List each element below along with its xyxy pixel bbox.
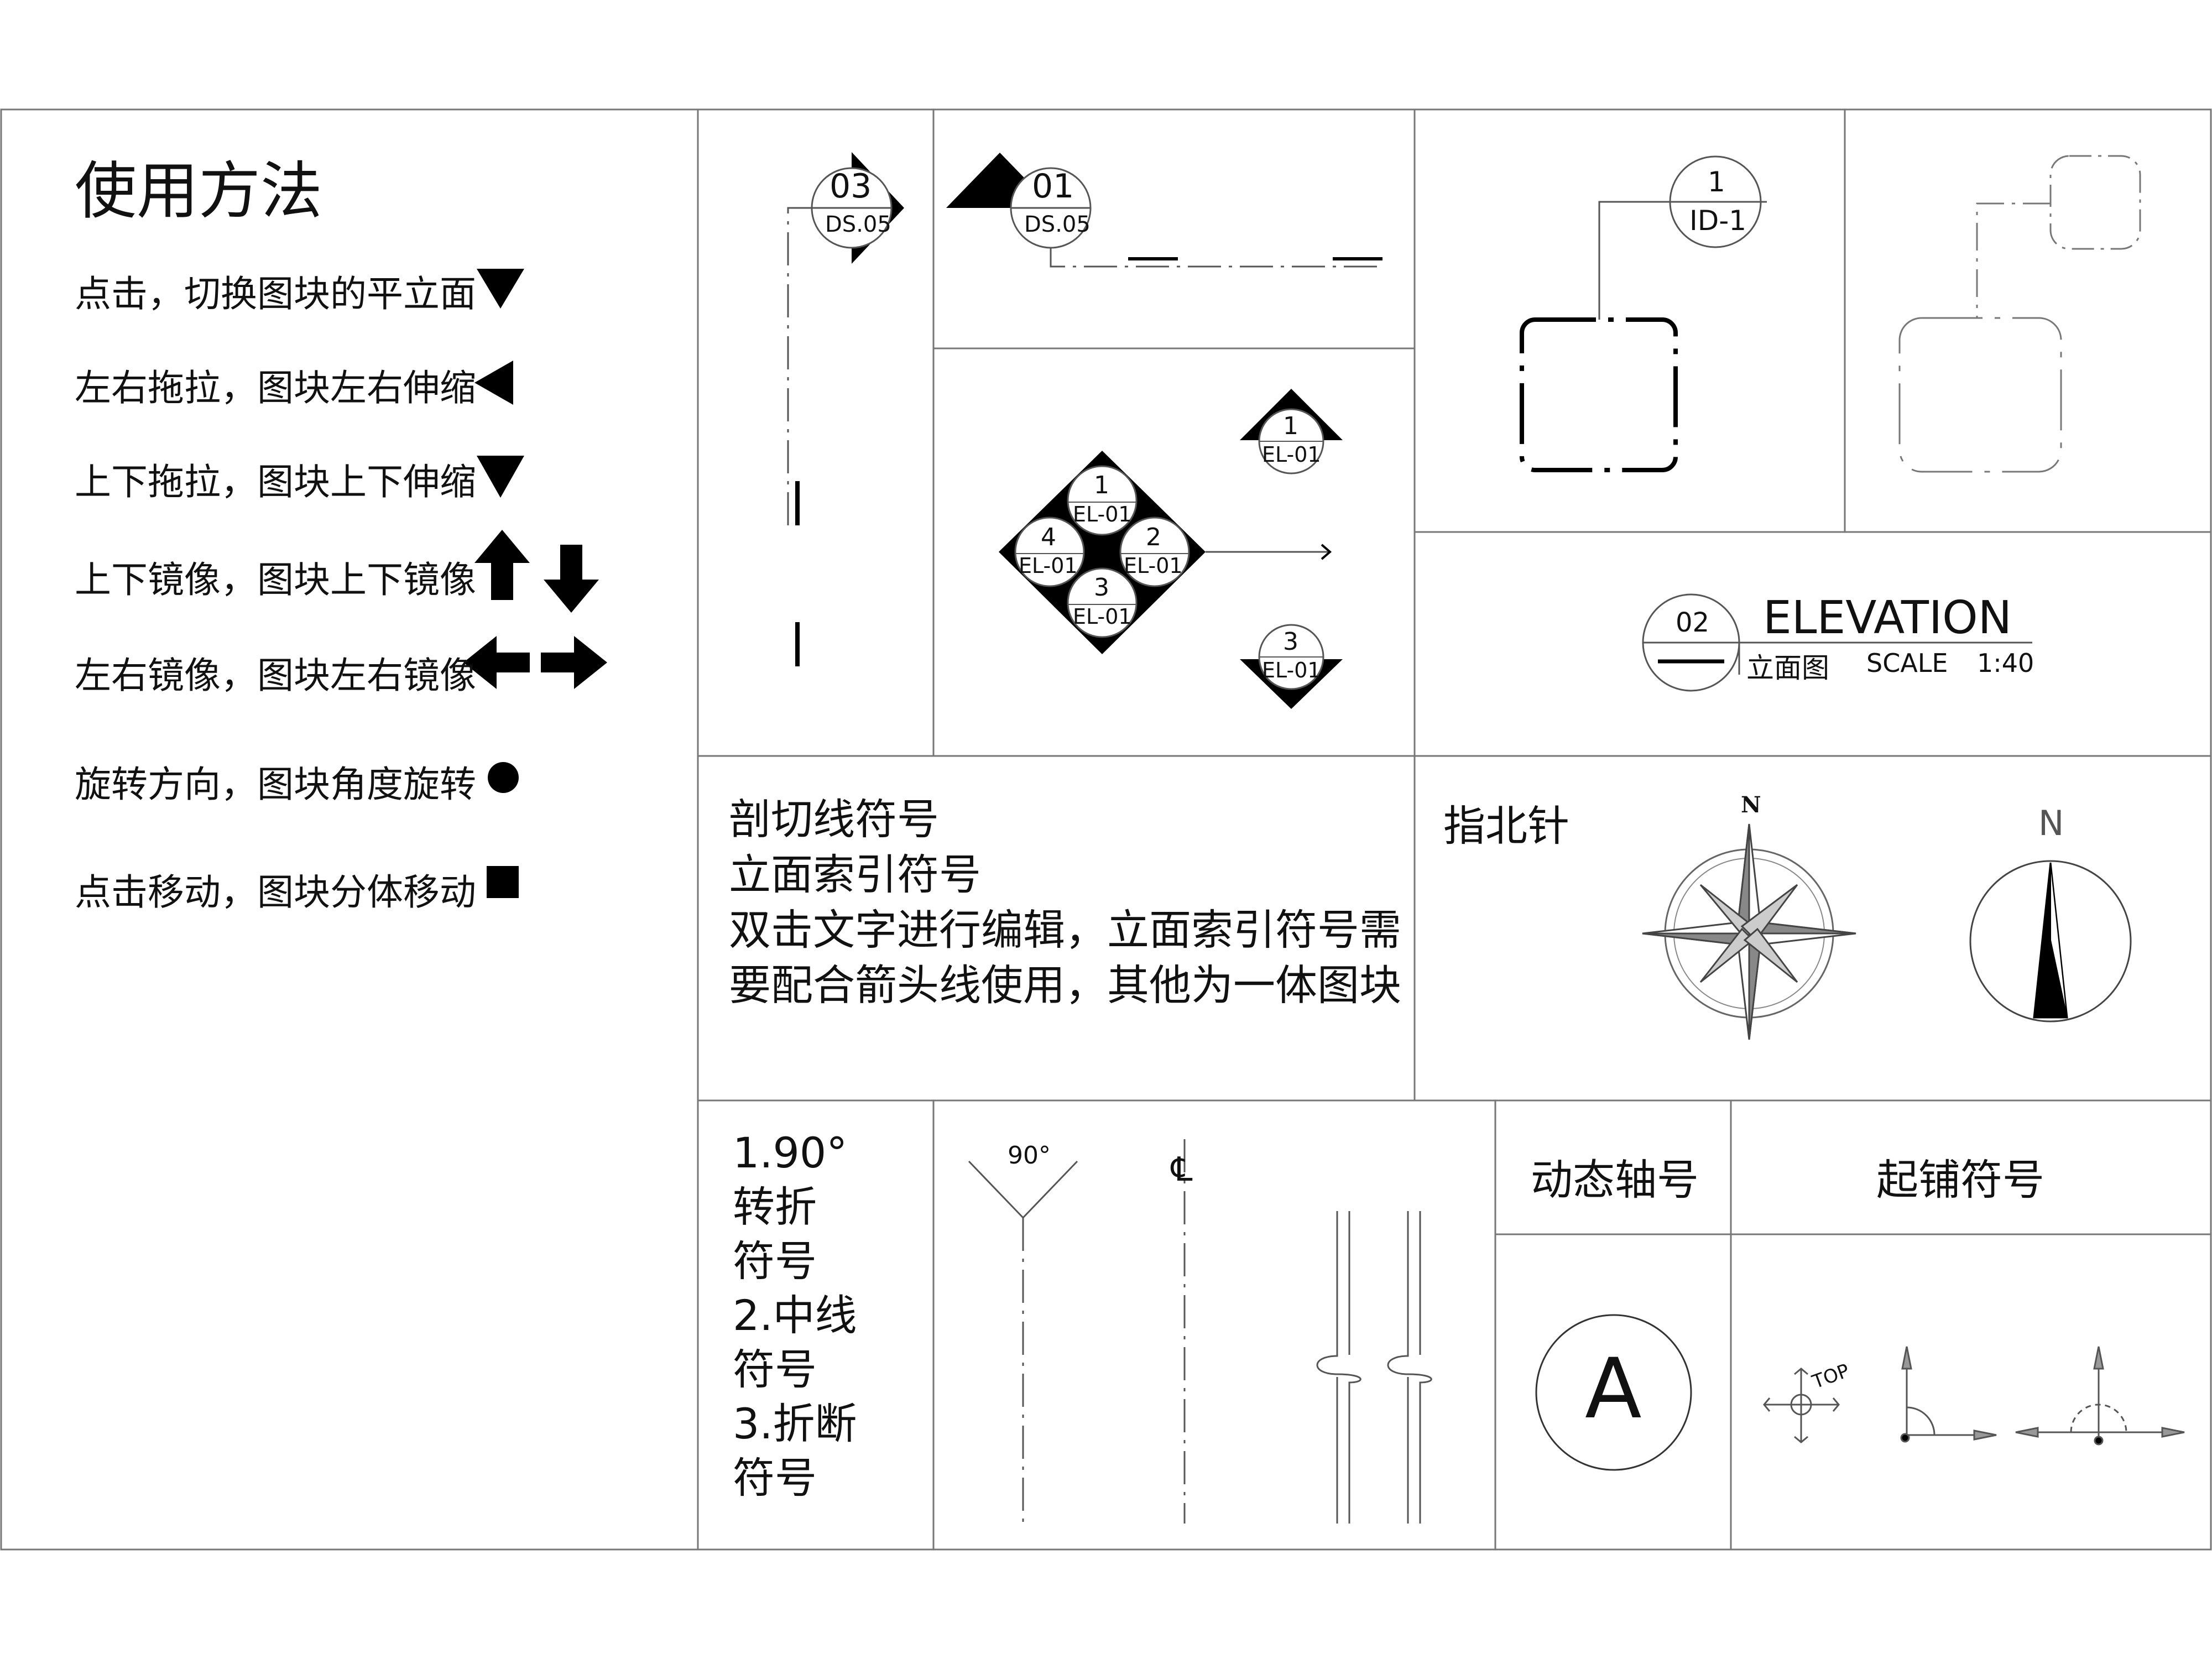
- elev-index-num-1[interactable]: 1: [1094, 471, 1109, 499]
- north-arrow[interactable]: [1969, 860, 2132, 1022]
- elev-index-sheet-2[interactable]: EL-01: [1124, 554, 1183, 578]
- elevation-single-top[interactable]: [1240, 389, 1343, 474]
- elevation-title-text[interactable]: ELEVATION: [1763, 592, 2012, 644]
- compass-n-label: N: [1741, 792, 1761, 818]
- axis-letter[interactable]: A: [1585, 1341, 1642, 1437]
- compass-rose[interactable]: [1642, 823, 1856, 1040]
- break-symbol[interactable]: [1316, 1211, 1432, 1524]
- elev-index-num-4[interactable]: 4: [1041, 523, 1056, 551]
- elevation-index-symbol[interactable]: [999, 451, 1332, 654]
- elev-index-sheet-4[interactable]: EL-01: [1019, 554, 1078, 578]
- legend-item-2: 左右拖拉，图块左右伸缩: [75, 367, 476, 409]
- arrows-up-down-icon[interactable]: [474, 530, 599, 613]
- square-icon[interactable]: [487, 866, 519, 898]
- paving-start-symbol-1[interactable]: [1763, 1368, 1840, 1443]
- elevation-title-symbol[interactable]: [1642, 593, 2032, 692]
- elev-index-sheet-1[interactable]: EL-01: [1073, 502, 1132, 526]
- section-symbol[interactable]: [787, 152, 904, 666]
- elev-index-sheet-3[interactable]: EL-01: [1073, 604, 1132, 629]
- id-tag-plan-symbol[interactable]: [1898, 155, 2141, 473]
- elev-single-bottom-sheet[interactable]: EL-01: [1262, 658, 1321, 682]
- north-arrow-n-label: N: [2038, 803, 2064, 843]
- legend-item-6: 旋转方向，图块角度旋转: [75, 763, 476, 806]
- elevation-scale-label[interactable]: SCALE: [1866, 648, 1948, 678]
- dot-icon[interactable]: [488, 762, 519, 793]
- legend-item-7: 点击移动，图块分体移动: [75, 871, 476, 914]
- elevation-single-bottom[interactable]: [1240, 624, 1343, 709]
- id-tag-sheet[interactable]: ID-1: [1689, 205, 1747, 237]
- legend-item-3: 上下拖拉，图块上下伸缩: [75, 461, 476, 503]
- id-tag-symbol[interactable]: [1520, 155, 1767, 472]
- turn-90-symbol[interactable]: [968, 1160, 1078, 1524]
- elevation-title-subtitle[interactable]: 立面图: [1746, 652, 1829, 684]
- arrows-left-right-icon[interactable]: [463, 636, 607, 689]
- elev-single-top-sheet[interactable]: EL-01: [1262, 442, 1321, 467]
- legend-item-5: 左右镜像，图块左右镜像: [75, 654, 476, 697]
- paving-title: 起铺符号: [1876, 1155, 2044, 1204]
- detail-number[interactable]: 01: [1032, 167, 1074, 206]
- axis-bubble[interactable]: [1535, 1314, 1692, 1471]
- elevation-scale-value[interactable]: 1:40: [1977, 648, 2034, 678]
- bottom-note[interactable]: 1.90° 转折 符号 2.中线 符号 3.折断 符号: [733, 1128, 857, 1503]
- detail-symbol[interactable]: [946, 153, 1383, 268]
- north-label: 指北针: [1443, 801, 1569, 851]
- elev-index-num-2[interactable]: 2: [1146, 523, 1161, 551]
- page-title: 使用方法: [75, 155, 322, 227]
- axis-title: 动态轴号: [1531, 1155, 1699, 1204]
- triangle-down-icon[interactable]: [477, 269, 524, 309]
- legend-item-4: 上下镜像，图块上下镜像: [75, 559, 476, 601]
- section-number[interactable]: 03: [830, 167, 872, 206]
- frame-grid: [0, 108, 2212, 1551]
- elevation-title-number[interactable]: 02: [1676, 607, 1710, 638]
- legend-item-1: 点击，切换图块的平立面: [75, 273, 476, 315]
- detail-sheet[interactable]: DS.05: [1024, 212, 1091, 237]
- centerline-label: ℄: [1171, 1150, 1193, 1189]
- angle-label: 90°: [1008, 1141, 1051, 1170]
- elev-single-top-num[interactable]: 1: [1283, 412, 1298, 440]
- id-tag-number[interactable]: 1: [1708, 166, 1725, 198]
- section-sheet[interactable]: DS.05: [825, 212, 891, 237]
- elev-index-num-3[interactable]: 3: [1094, 573, 1109, 602]
- elev-single-bottom-num[interactable]: 3: [1283, 628, 1298, 656]
- paving-start-symbol-2[interactable]: [1900, 1346, 1997, 1443]
- paving-start-symbol-3[interactable]: [2015, 1346, 2185, 1446]
- triangle-down-icon[interactable]: [477, 456, 524, 498]
- description-text[interactable]: 剖切线符号 立面索引符号 双击文字进行编辑，立面索引符号需 要配合箭头线使用，其…: [729, 795, 1401, 1010]
- triangle-left-icon[interactable]: [474, 361, 513, 405]
